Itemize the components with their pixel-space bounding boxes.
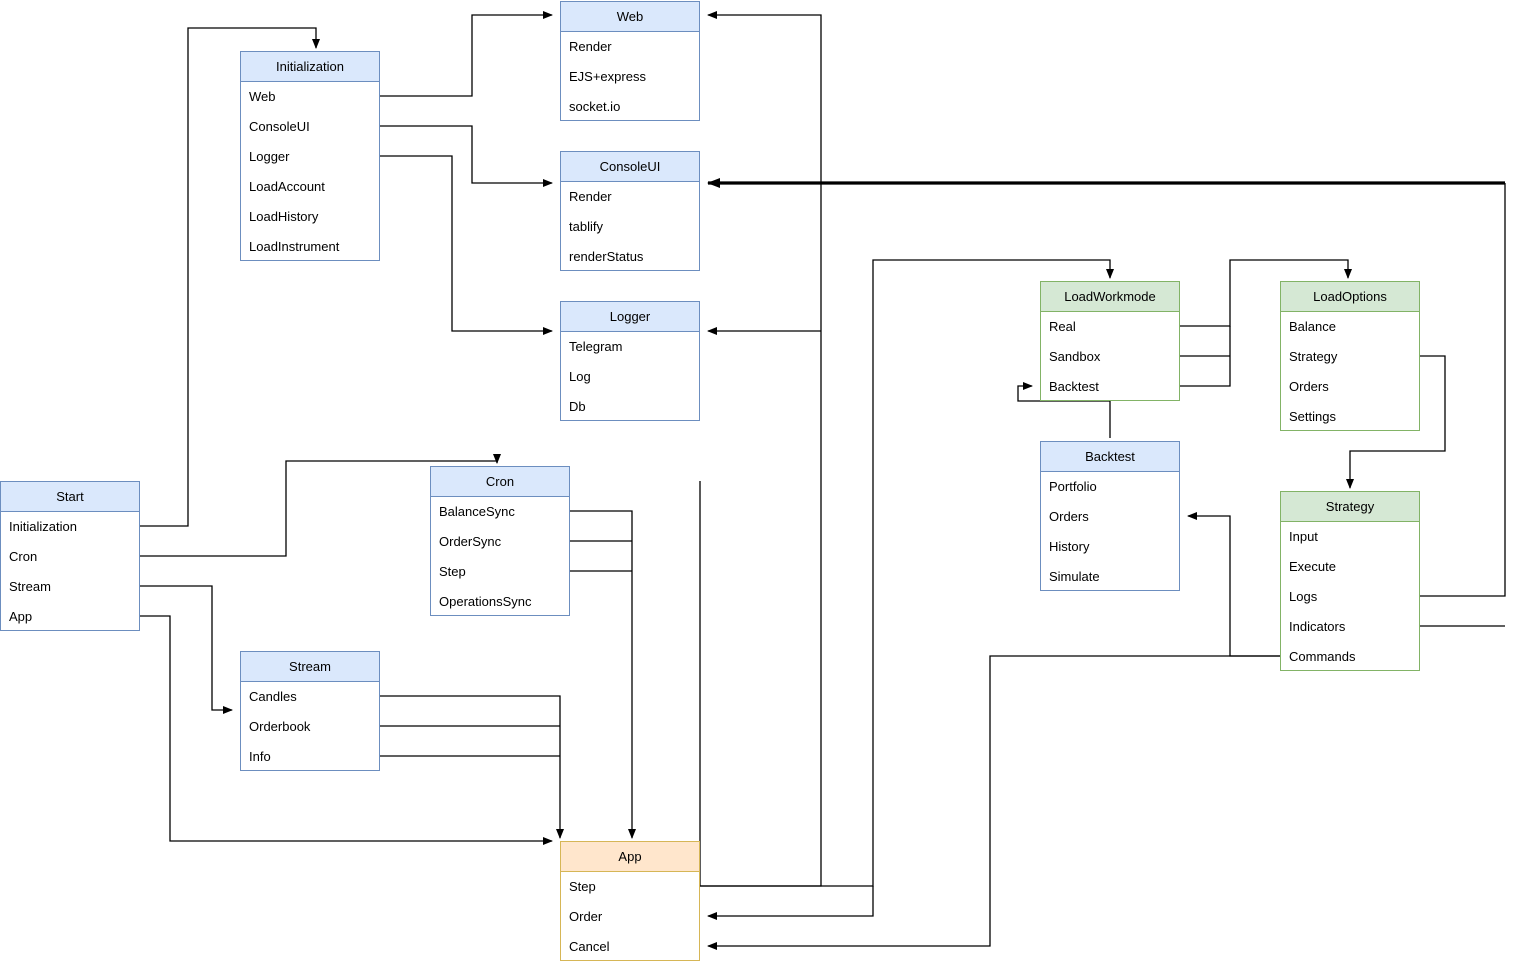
connector-paths (140, 11, 1506, 950)
node-logger-row-db[interactable]: Db (569, 399, 586, 414)
node-initialization-row-loadinstrument[interactable]: LoadInstrument (249, 239, 340, 254)
node-consoleui-row-tablify[interactable]: tablify (569, 219, 603, 234)
node-start-row-stream[interactable]: Stream (9, 579, 51, 594)
connector-start-initialization-to-initialization (140, 27, 320, 527)
node-initialization-row-consoleui[interactable]: ConsoleUI (249, 119, 310, 134)
node-initialization-row-logger[interactable]: Logger (249, 149, 290, 164)
node-cron-title: Cron (431, 467, 569, 497)
connector-loadoptions-strategy-to-strategy (1346, 355, 1446, 489)
node-start-title: Start (1, 482, 139, 512)
node-app-row-cancel[interactable]: Cancel (569, 939, 610, 954)
connector-cron-balancesync-trunk (570, 510, 636, 839)
node-loadoptions-row-orders[interactable]: Orders (1289, 379, 1329, 394)
node-consoleui[interactable]: ConsoleUI Render tablify renderStatus (560, 151, 700, 271)
node-web-row-render[interactable]: Render (569, 39, 612, 54)
node-strategy-row-commands[interactable]: Commands (1289, 649, 1356, 664)
connector-app-order-from-trunk (707, 886, 874, 920)
node-strategy-row-input[interactable]: Input (1289, 529, 1318, 544)
node-strategy-row-indicators[interactable]: Indicators (1289, 619, 1346, 634)
node-consoleui-row-renderstatus[interactable]: renderStatus (569, 249, 644, 264)
node-stream-title: Stream (241, 652, 379, 682)
connector-start-cron-to-cron (140, 454, 501, 557)
connector-loadworkmode-real-trunk (1180, 259, 1352, 327)
node-loadoptions-row-strategy[interactable]: Strategy (1289, 349, 1338, 364)
node-app-title: App (561, 842, 699, 872)
node-web-row-ejs-express[interactable]: EJS+express (569, 69, 646, 84)
node-stream-row-candles[interactable]: Candles (249, 689, 297, 704)
connector-initialization-logger-to-logger (380, 155, 553, 335)
node-strategy-row-logs[interactable]: Logs (1289, 589, 1318, 604)
node-loadworkmode-title: LoadWorkmode (1041, 282, 1179, 312)
node-backtest-row-history[interactable]: History (1049, 539, 1090, 554)
node-start-row-initialization[interactable]: Initialization (9, 519, 77, 534)
connector-app-step-to-loadworkmode (700, 259, 1114, 887)
node-loadoptions-title: LoadOptions (1281, 282, 1419, 312)
node-loadworkmode-row-real[interactable]: Real (1049, 319, 1076, 334)
node-logger-row-telegram[interactable]: Telegram (569, 339, 623, 354)
connector-app-step-to-web (700, 11, 822, 887)
connector-start-stream-to-stream (140, 585, 233, 714)
connector-strategy-logs-right (1420, 183, 1506, 597)
node-stream-row-info[interactable]: Info (249, 749, 271, 764)
node-strategy-title: Strategy (1281, 492, 1419, 522)
connector-start-app-to-app (140, 615, 553, 845)
node-start-row-cron[interactable]: Cron (9, 549, 38, 564)
node-initialization-row-loadaccount[interactable]: LoadAccount (249, 179, 325, 194)
node-strategy-row-execute[interactable]: Execute (1289, 559, 1336, 574)
node-cron-row-balancesync[interactable]: BalanceSync (439, 504, 515, 519)
connector-backtest-loop-into-loadworkmode (1017, 382, 1111, 438)
node-backtest-row-portfolio[interactable]: Portfolio (1049, 479, 1097, 494)
node-app-row-step[interactable]: Step (569, 879, 596, 894)
connector-strategy-commands-to-backtest (1187, 512, 1280, 657)
node-backtest-title: Backtest (1041, 442, 1179, 472)
node-loadworkmode-row-sandbox[interactable]: Sandbox (1049, 349, 1101, 364)
node-consoleui-title: ConsoleUI (561, 152, 699, 182)
node-logger-row-log[interactable]: Log (569, 369, 591, 384)
node-initialization-row-loadhistory[interactable]: LoadHistory (249, 209, 319, 224)
connector-initialization-web-to-web (380, 11, 553, 97)
node-stream-row-orderbook[interactable]: Orderbook (249, 719, 311, 734)
node-app-row-order[interactable]: Order (569, 909, 603, 924)
connector-stream-candles-trunk (380, 695, 564, 839)
node-initialization-row-web[interactable]: Web (249, 89, 276, 104)
connector-loadworkmode-backtest-out (1180, 326, 1231, 387)
node-loadoptions-row-balance[interactable]: Balance (1289, 319, 1336, 334)
node-cron-row-ordersync[interactable]: OrderSync (439, 534, 502, 549)
node-loadoptions-row-settings[interactable]: Settings (1289, 409, 1336, 424)
node-start-row-app[interactable]: App (9, 609, 33, 624)
node-logger-title: Logger (561, 302, 699, 332)
node-consoleui-row-render[interactable]: Render (569, 189, 612, 204)
node-cron-row-step[interactable]: Step (439, 564, 466, 579)
connector-strategy-commands-to-app-cancel (707, 655, 1280, 950)
node-initialization-title: Initialization (241, 52, 379, 82)
node-web-row-socket-io[interactable]: socket.io (569, 99, 621, 114)
node-backtest-row-orders[interactable]: Orders (1049, 509, 1089, 524)
node-web-title: Web (561, 2, 699, 32)
node-cron-row-operationssync[interactable]: OperationsSync (439, 594, 532, 609)
node-loadworkmode-row-backtest[interactable]: Backtest (1049, 379, 1099, 394)
connector-initialization-consoleui-to-consoleui (380, 125, 553, 187)
node-backtest-row-simulate[interactable]: Simulate (1049, 569, 1100, 584)
